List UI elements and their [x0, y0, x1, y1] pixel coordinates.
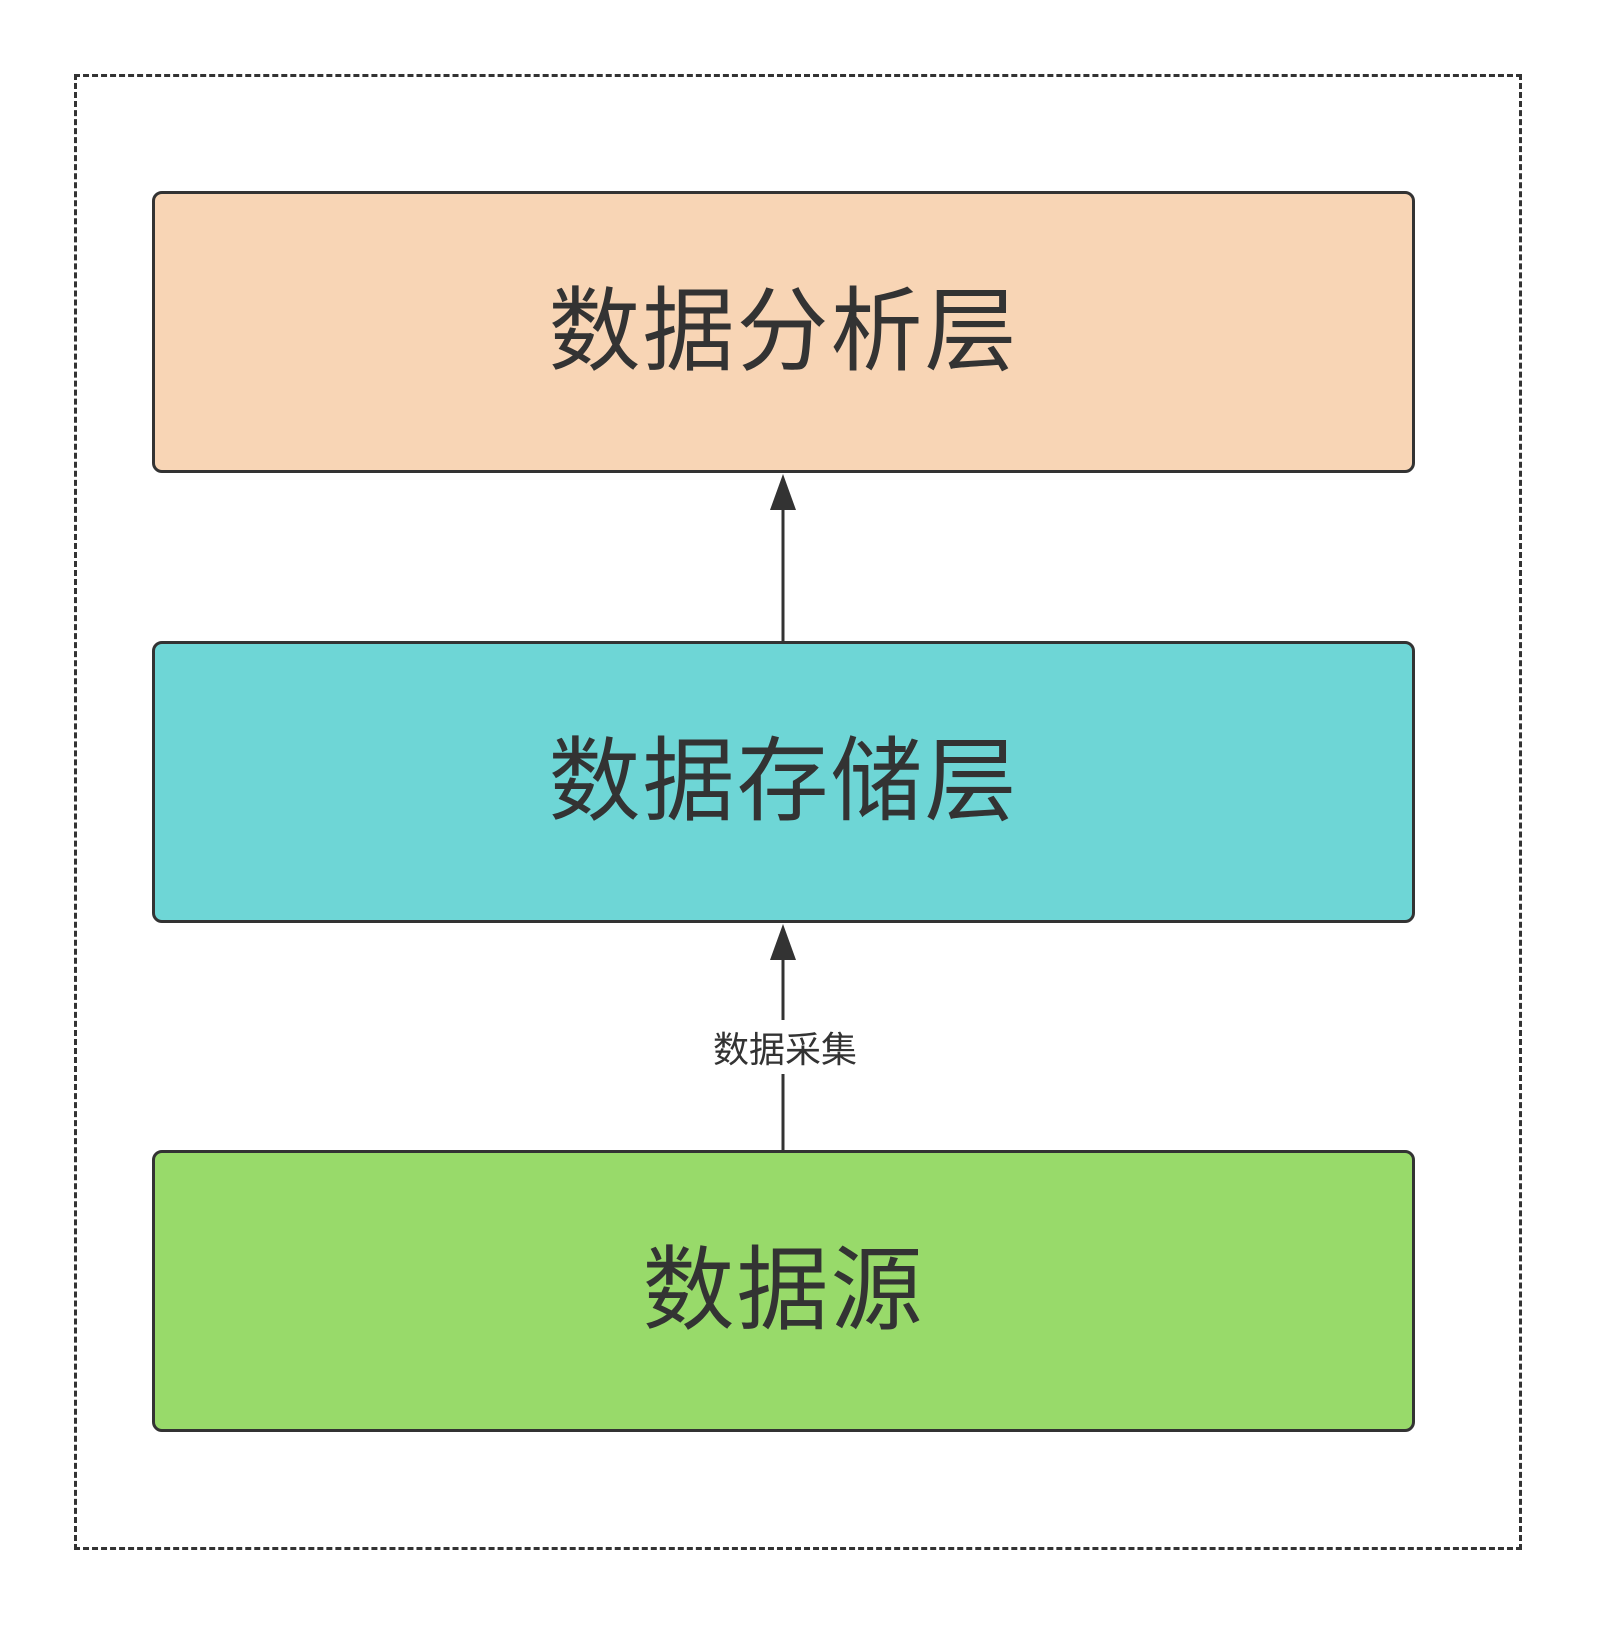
data-source-label: 数据源: [642, 1237, 925, 1344]
arrow-storage-to-analysis-head: [770, 474, 796, 510]
data-storage-layer-label: 数据存储层: [548, 728, 1019, 835]
data-storage-layer-box[interactable]: 数据存储层: [152, 641, 1415, 923]
arrow-source-to-storage-head: [770, 924, 796, 960]
data-analysis-layer-label: 数据分析层: [548, 278, 1019, 385]
data-analysis-layer-box[interactable]: 数据分析层: [152, 191, 1415, 473]
data-collection-edge-label: 数据采集: [700, 1020, 870, 1074]
dashed-container-frame: [74, 74, 1522, 1550]
data-source-box[interactable]: 数据源: [152, 1150, 1415, 1432]
